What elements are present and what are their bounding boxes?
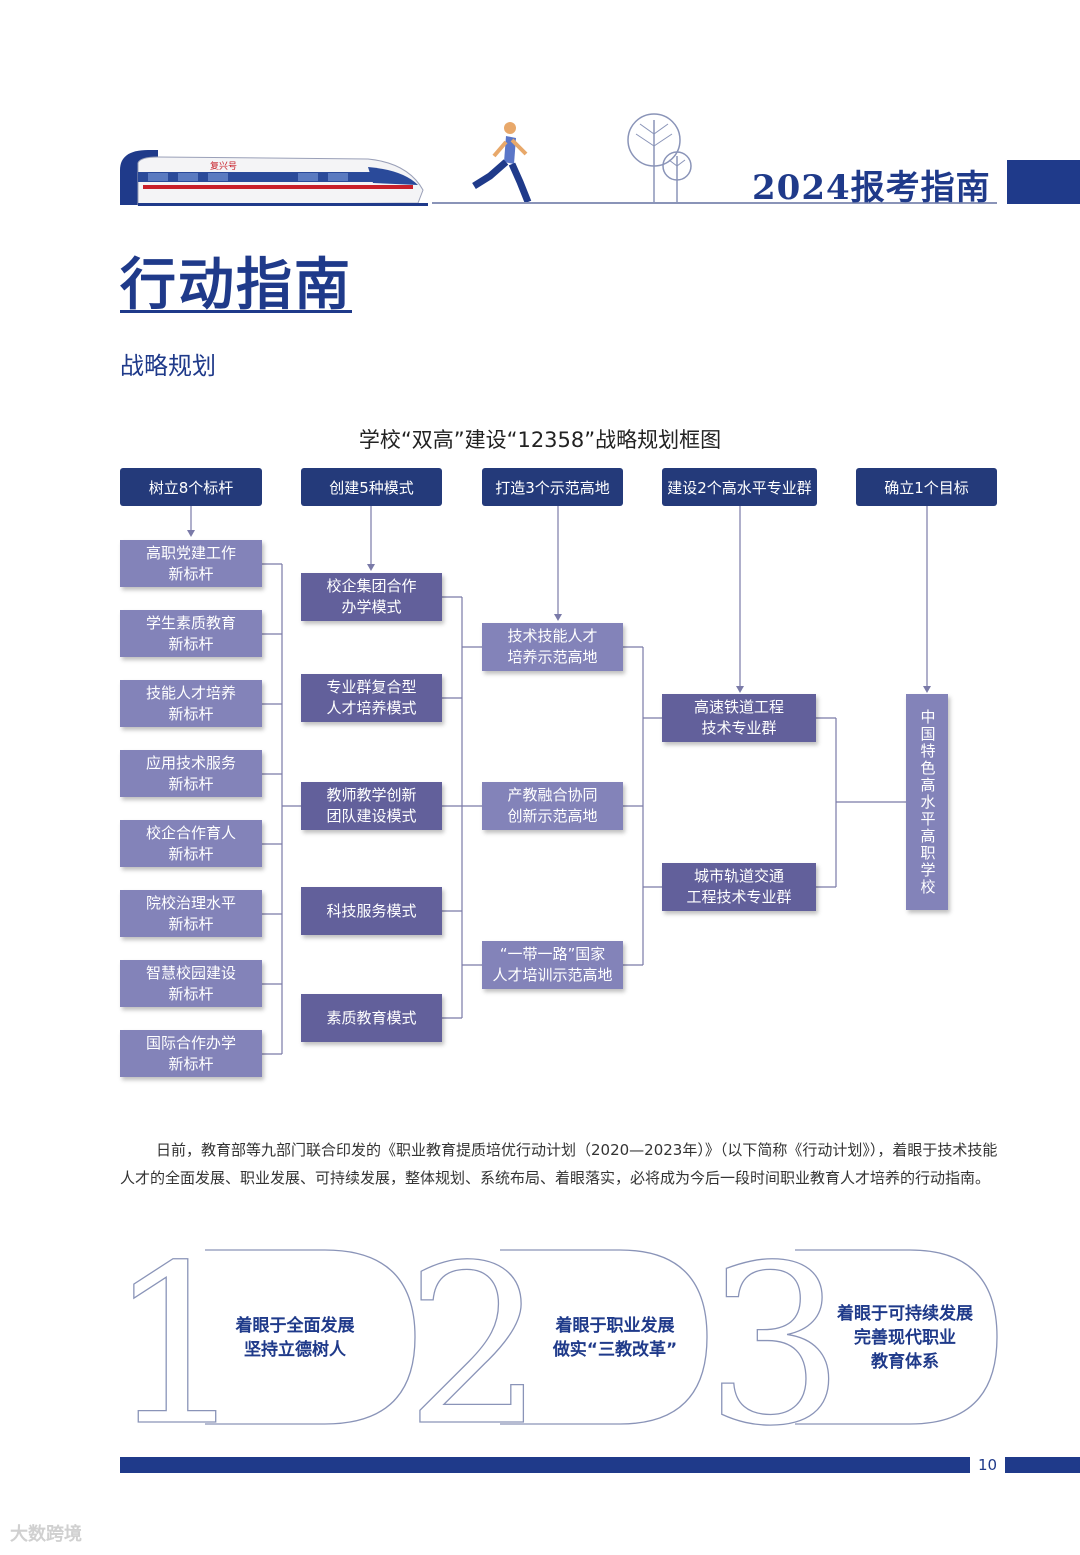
- benchmark-node: 应用技术服务新标杆: [120, 750, 262, 797]
- benchmark-node: 高职党建工作新标杆: [120, 540, 262, 587]
- pill-number-2: 2: [405, 1240, 545, 1430]
- pill-number-1: 1: [115, 1240, 247, 1430]
- benchmark-node: 校企合作育人新标杆: [120, 820, 262, 867]
- header-rule: [432, 202, 997, 204]
- runner-icon: [472, 122, 532, 204]
- column-header-benchmarks: 树立8个标杆: [120, 468, 262, 506]
- mode-node: 专业群复合型人才培养模式: [301, 674, 442, 722]
- benchmark-node: 院校治理水平新标杆: [120, 890, 262, 937]
- pill-text-1: 着眼于全面发展坚持立德树人: [235, 1316, 355, 1360]
- highland-node: 技术技能人才培养示范高地: [482, 623, 623, 671]
- mode-node: 素质教育模式: [301, 994, 442, 1042]
- benchmark-node: 智慧校园建设新标杆: [120, 960, 262, 1007]
- watermark: 大数跨境: [10, 1524, 82, 1545]
- title-underline: [120, 310, 352, 313]
- chart-title: 学校“双高”建设“12358”战略规划框图: [358, 428, 722, 452]
- train-label: 复兴号: [210, 160, 237, 172]
- benchmark-node: 学生素质教育新标杆: [120, 610, 262, 657]
- footer-bar-right: [1005, 1457, 1080, 1473]
- page-number: 10: [978, 1456, 998, 1474]
- highland-node: “一带一路”国家人才培训示范高地: [482, 941, 623, 989]
- pill-number-3: 3: [705, 1240, 845, 1430]
- section-title: 战略规划: [120, 352, 216, 380]
- column-header-groups: 建设2个高水平专业群: [662, 468, 817, 506]
- intro-paragraph: 日前，教育部等九部门联合印发的《职业教育提质培优行动计划（2020—2023年）…: [120, 1141, 998, 1187]
- pill-text-3: 着眼于可持续发展完善现代职业教育体系: [837, 1304, 973, 1372]
- page-title: 行动指南: [120, 252, 352, 318]
- column-header-highlands: 打造3个示范高地: [482, 468, 623, 506]
- mode-node: 校企集团合作办学模式: [301, 573, 442, 621]
- pill-outlines: 1 2 3: [115, 1240, 998, 1430]
- benchmark-node: 技能人才培养新标杆: [120, 680, 262, 727]
- mode-node: 教师教学创新团队建设模式: [301, 782, 442, 830]
- connector-lines: [187, 505, 931, 1055]
- highland-node: 产教融合协同创新示范高地: [482, 782, 623, 830]
- column-header-modes: 创建5种模式: [301, 468, 442, 506]
- column-header-goal: 确立1个目标: [856, 468, 997, 506]
- professional-group-node: 城市轨道交通工程技术专业群: [662, 863, 816, 911]
- footer-bar: [120, 1457, 970, 1473]
- goal-node: 中国特色高水平高职学校: [906, 694, 948, 910]
- mode-node: 科技服务模式: [301, 887, 442, 935]
- tree-icon: [627, 113, 692, 202]
- professional-group-node: 高速铁道工程技术专业群: [662, 694, 816, 742]
- header-title: 2024报考指南: [752, 168, 991, 208]
- train-illustration: 复兴号: [120, 150, 428, 206]
- pill-text-2: 着眼于职业发展做实“三教改革”: [552, 1316, 678, 1360]
- benchmark-node: 国际合作办学新标杆: [120, 1030, 262, 1077]
- header-accent-bar: [1007, 160, 1080, 204]
